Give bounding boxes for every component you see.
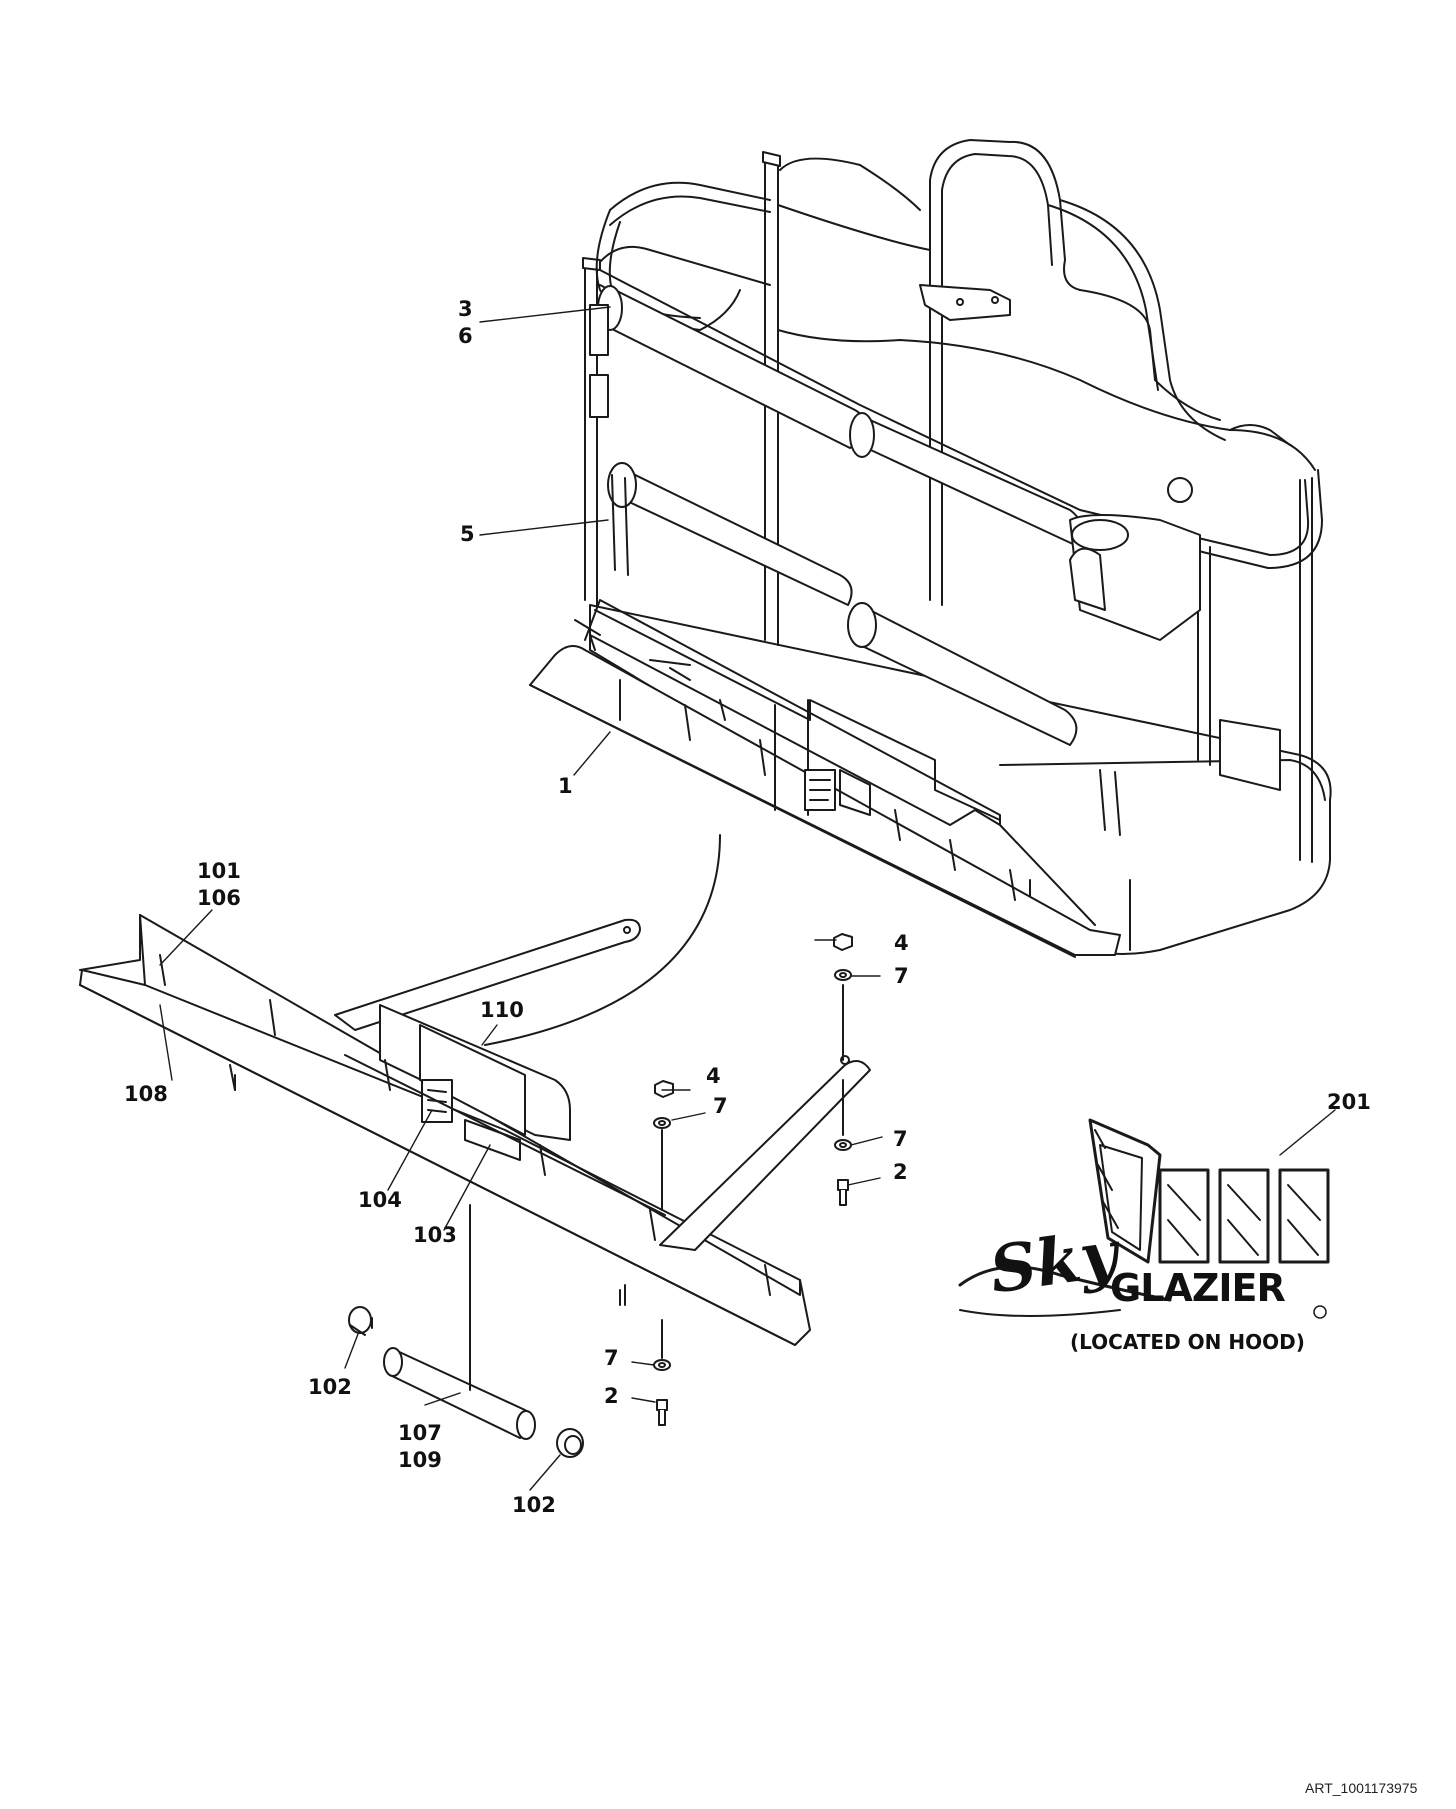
- callout-104: 104: [358, 1187, 402, 1214]
- callout-line: 103: [413, 1223, 457, 1247]
- callout-107-109: 107 109: [398, 1420, 442, 1474]
- callout-line: 201: [1327, 1090, 1371, 1114]
- callout-5: 5: [460, 521, 475, 548]
- callout-line: 2: [604, 1384, 619, 1408]
- callout-7-upper: 7: [894, 963, 909, 990]
- callout-4-upper: 4: [894, 930, 909, 957]
- upper-tray: [529, 599, 1121, 958]
- callout-7-mid: 7: [713, 1093, 728, 1120]
- callout-line: 4: [706, 1064, 721, 1088]
- callout-line: 6: [458, 324, 473, 348]
- callout-line: 110: [480, 998, 524, 1022]
- callout-line: 107: [398, 1421, 442, 1445]
- callout-line: 3: [458, 297, 473, 321]
- callout-102-left: 102: [308, 1374, 352, 1401]
- callout-201: 201: [1327, 1089, 1371, 1116]
- callout-1: 1: [558, 773, 573, 800]
- callout-2-lower: 2: [604, 1383, 619, 1410]
- callout-line: 104: [358, 1188, 402, 1212]
- callout-line: 1: [558, 774, 573, 798]
- logo-location-note: (LOCATED ON HOOD): [1070, 1330, 1305, 1354]
- callout-line: 7: [713, 1094, 728, 1118]
- lower-tray: [79, 914, 871, 1346]
- callout-4-mid: 4: [706, 1063, 721, 1090]
- callout-101-106: 101 106: [197, 858, 241, 912]
- callout-line: 7: [604, 1346, 619, 1370]
- callout-3-6: 3 6: [458, 296, 473, 350]
- callout-108: 108: [124, 1081, 168, 1108]
- callout-line: 109: [398, 1448, 442, 1472]
- callout-line: 101: [197, 859, 241, 883]
- callout-line: 102: [308, 1375, 352, 1399]
- callout-line: 7: [894, 964, 909, 988]
- callout-line: 108: [124, 1082, 168, 1106]
- hardware: [234, 933, 853, 1458]
- callout-line: 106: [197, 886, 241, 910]
- art-id: ART_1001173975: [1305, 1780, 1418, 1796]
- connector-arc: [484, 834, 721, 1046]
- callout-line: 4: [894, 931, 909, 955]
- leader-lines: [159, 306, 1336, 1491]
- skyglazier-logo: [958, 1118, 1330, 1319]
- logo-block-text: GLAZIER: [1110, 1266, 1286, 1310]
- callout-103: 103: [413, 1222, 457, 1249]
- callout-line: 102: [512, 1493, 556, 1517]
- callout-7-right: 7: [893, 1126, 908, 1153]
- callout-line: 5: [460, 522, 475, 546]
- callout-110: 110: [480, 997, 524, 1024]
- callout-7-lower: 7: [604, 1345, 619, 1372]
- callout-2-right: 2: [893, 1159, 908, 1186]
- callout-102-right: 102: [512, 1492, 556, 1519]
- callout-line: 7: [893, 1127, 908, 1151]
- platform-basket: [582, 139, 1332, 955]
- callout-line: 2: [893, 1160, 908, 1184]
